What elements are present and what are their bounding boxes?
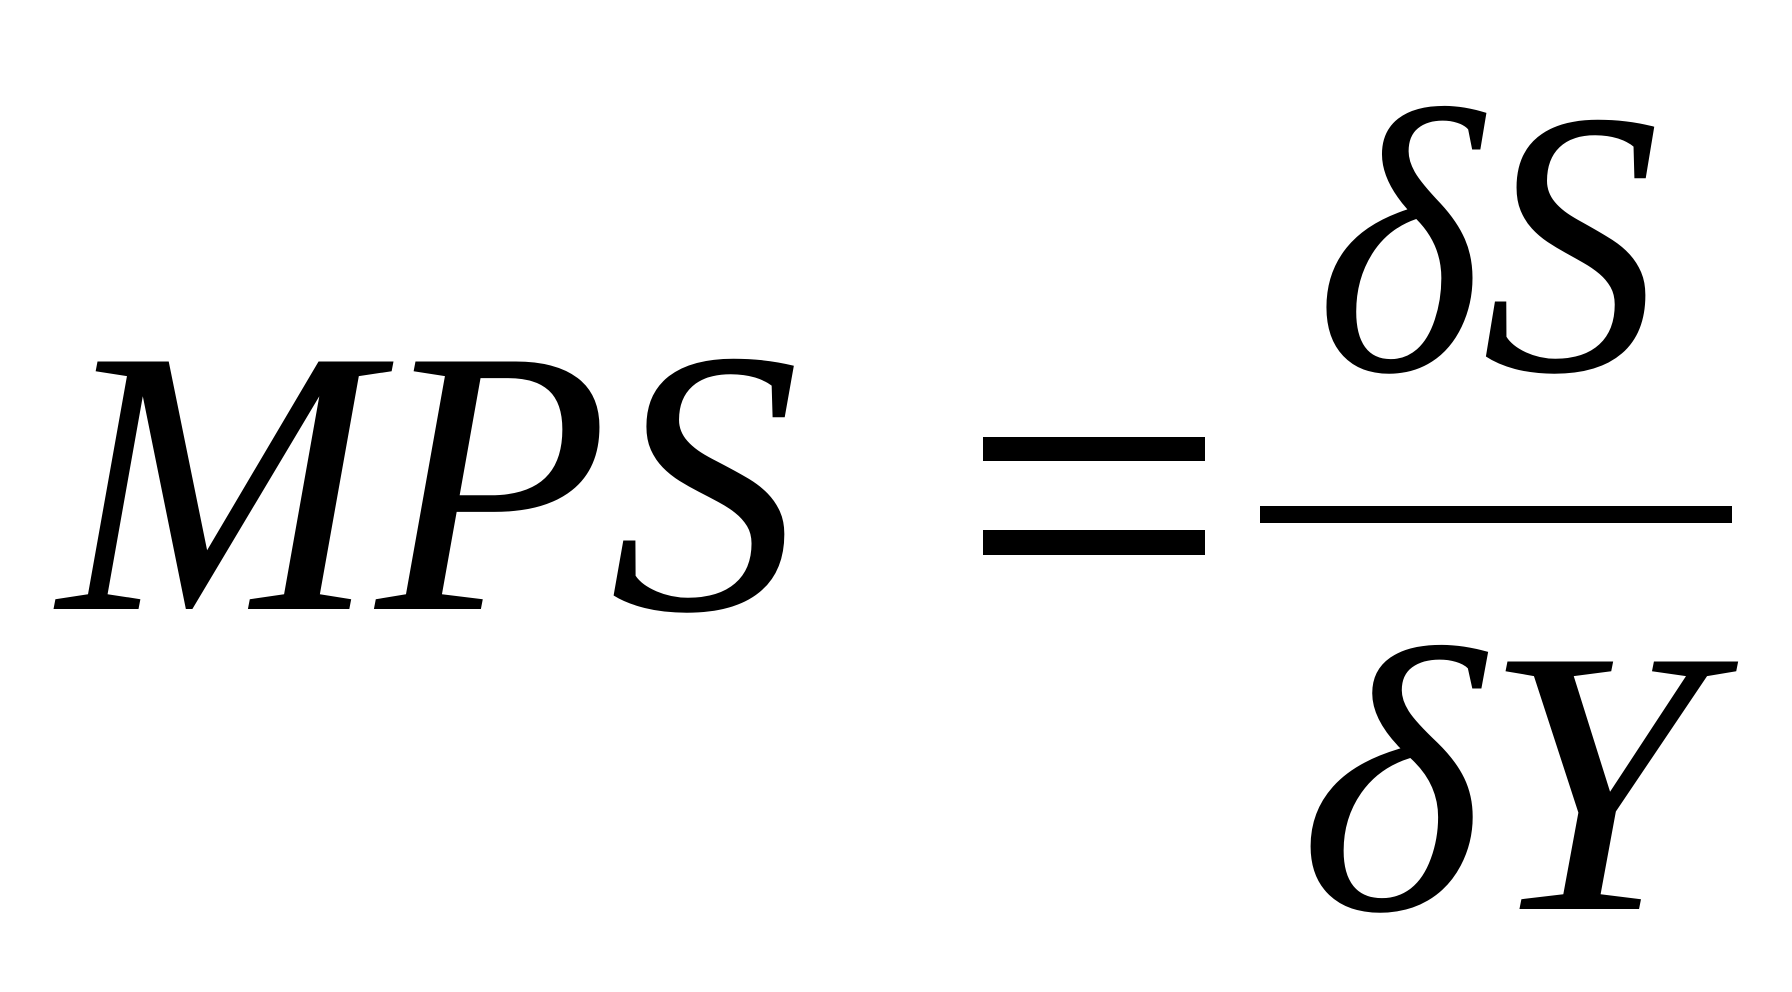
lhs-mps: MPS (52, 272, 800, 691)
equals-bar-top (983, 437, 1205, 461)
fraction-bar (1260, 506, 1732, 523)
equation-mps: MPS δS δY (52, 33, 1743, 991)
numerator-delta-s: δS (1316, 33, 1660, 452)
equals-sign (983, 437, 1205, 555)
equals-bar-bottom (983, 530, 1205, 555)
fraction: δS δY (1260, 33, 1743, 991)
denominator-delta-y: δY (1299, 572, 1743, 991)
